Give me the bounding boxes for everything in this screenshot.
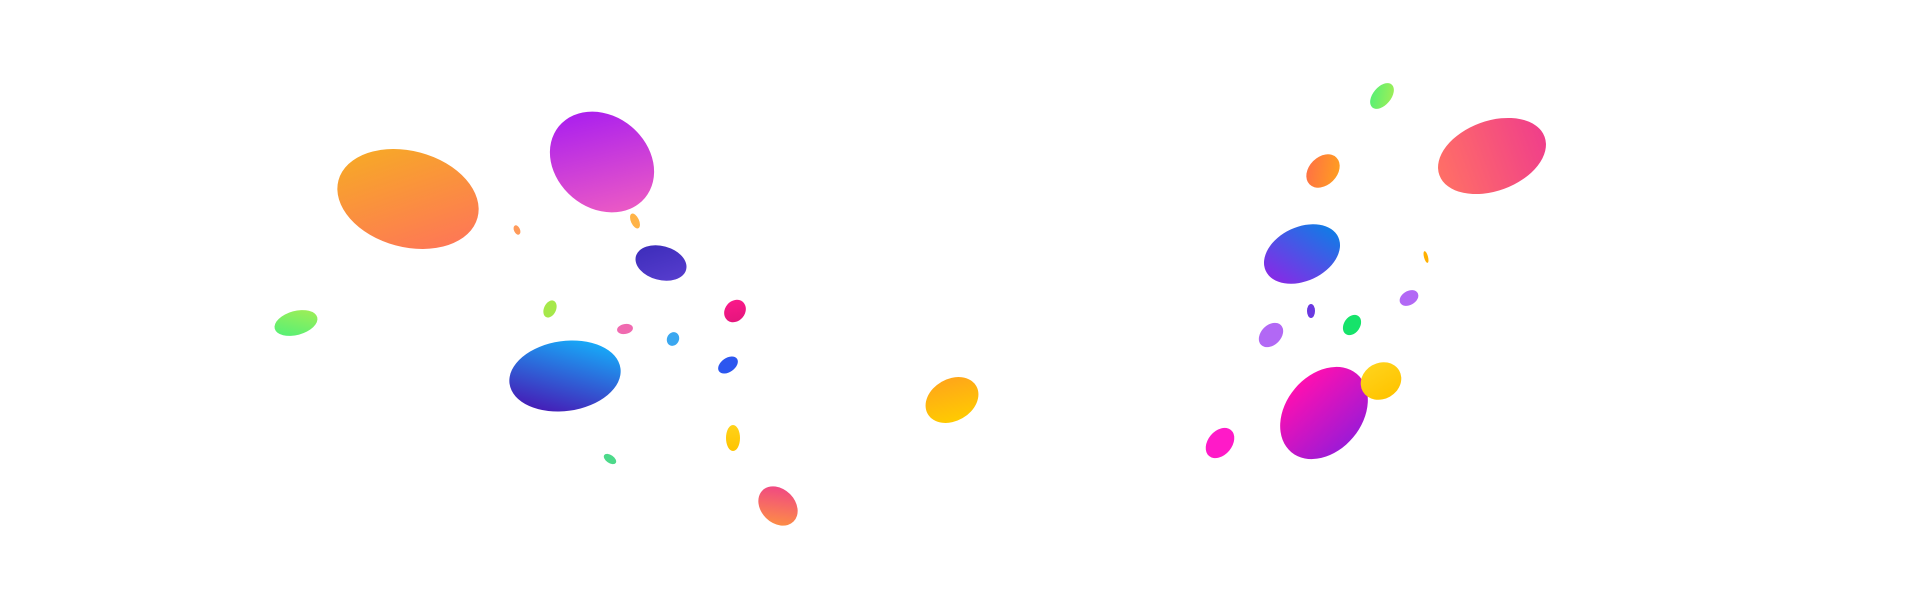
blob-yellow-right (1360, 362, 1402, 400)
dot-hot-magenta (1205, 427, 1235, 459)
dot-lime (543, 300, 557, 318)
dot-mint (603, 453, 617, 465)
blob-magenta-purple (1280, 366, 1368, 460)
dot-violet-tiny (1307, 304, 1315, 318)
blob-violet-blue (1263, 224, 1341, 284)
dot-royal (718, 356, 738, 374)
dot-lavender (1399, 290, 1419, 306)
dot-gold-sliver (1423, 251, 1429, 263)
dot-lavender-left (1258, 322, 1284, 348)
dot-orange-right (1306, 154, 1340, 188)
dot-orange-tiny (513, 225, 521, 235)
dot-gold-tiny (630, 213, 640, 229)
blob-pink-coral-large (1438, 117, 1546, 195)
dot-green-top (1370, 83, 1394, 109)
dot-pink (617, 323, 633, 335)
blob-blue-cyan-large (509, 340, 621, 412)
blob-orange-large (337, 149, 479, 249)
dot-magenta (724, 299, 746, 323)
blob-green-small (274, 310, 318, 336)
blob-coral-small (758, 486, 798, 526)
dot-yellow (726, 425, 740, 451)
blob-purple-large (549, 111, 655, 213)
blob-indigo-medium (635, 245, 687, 281)
blob-gold-medium (925, 377, 979, 423)
dot-green-bright (1342, 314, 1362, 336)
dot-sky (666, 332, 680, 346)
